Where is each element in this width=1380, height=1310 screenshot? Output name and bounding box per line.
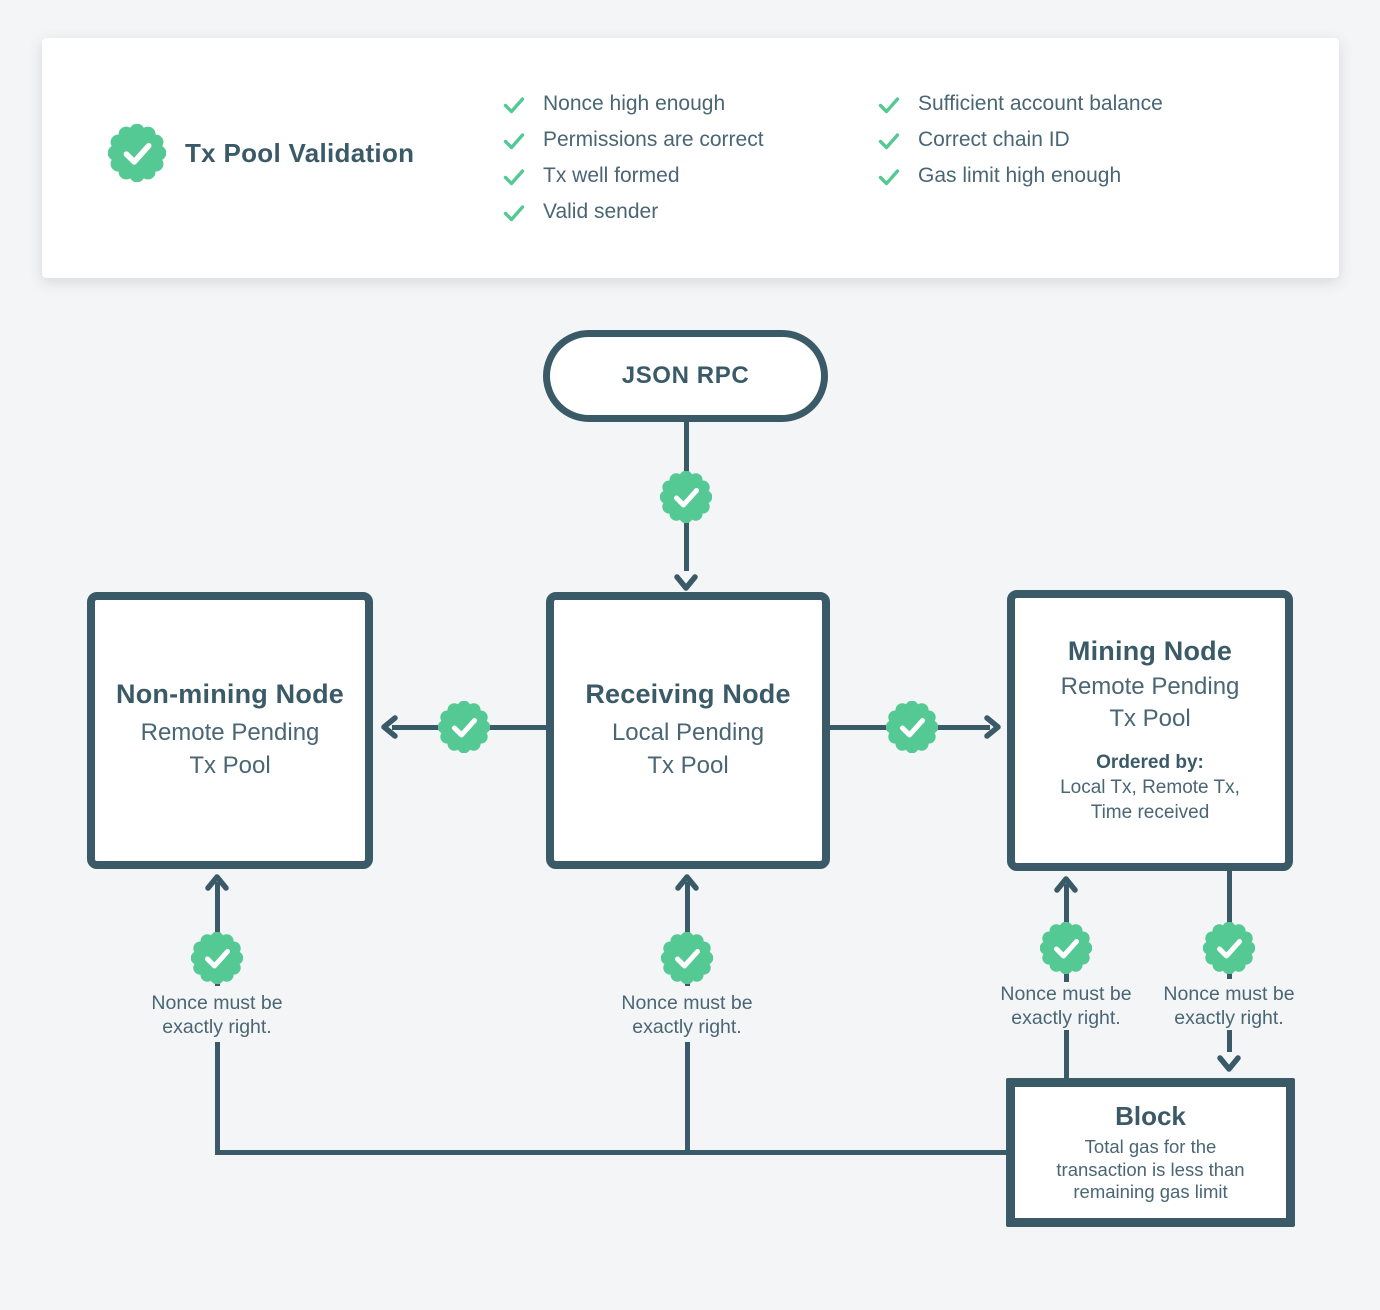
node-block: Block Total gas for the transaction is l… [1006,1078,1295,1227]
nonce-note-mining-right: Nonce must be exactly right. [1109,983,1349,1031]
nonce-note-line: exactly right. [632,1015,742,1038]
arrowhead-left-into-nonmining [381,715,398,739]
arrowhead-up-into-nonmining [205,874,229,891]
node-subtitle: Local Pending Tx Pool [612,717,764,781]
node-title: Non-mining Node [116,679,344,710]
checklist-item-label: Nonce high enough [543,92,726,115]
ordered-by-label: Ordered by: [1096,752,1204,774]
nonce-note-receiving: Nonce must be exactly right. [567,992,807,1040]
node-non-mining: Non-mining Node Remote Pending Tx Pool [87,592,373,869]
nonce-note-line: exactly right. [162,1015,272,1038]
arrowhead-up-into-mining [1054,876,1078,893]
node-mining: Mining Node Remote Pending Tx Pool Order… [1007,590,1293,871]
checklist-item: Sufficient account balance [877,86,1163,122]
block-body-line: transaction is less than [1056,1158,1245,1180]
checklist-item-label: Valid sender [543,200,659,223]
rosette-check-icon [661,932,713,984]
legend-title: Tx Pool Validation [185,138,415,168]
arrowhead-down-into-block [1217,1055,1241,1072]
rosette-check-icon [1203,922,1255,974]
connector-mining-right-lower [1227,1030,1232,1052]
rosette-check-icon [191,932,243,984]
checklist-item: Correct chain ID [877,122,1163,158]
arrowhead-right-into-mining [984,715,1001,739]
nonce-note-mining-left: Nonce must be exactly right. [946,983,1186,1031]
checklist-right: Sufficient account balance Correct chain… [877,86,1163,194]
node-subtitle-line: Tx Pool [189,751,271,779]
block-title: Block [1115,1100,1186,1131]
nonce-note-line: exactly right. [1174,1006,1284,1029]
ordered-by-line: Time received [1090,801,1210,823]
check-icon [877,92,901,116]
checklist-item-label: Correct chain ID [918,128,1070,151]
ordered-by-text: Local Tx, Remote Tx, Time received [1060,776,1240,825]
checklist-item-label: Sufficient account balance [918,92,1163,115]
checklist-left: Nonce high enough Permissions are correc… [502,86,764,230]
node-subtitle: Remote Pending Tx Pool [141,717,320,781]
nonce-note-line: exactly right. [1011,1006,1121,1029]
block-body-line: remaining gas limit [1073,1181,1228,1203]
connector-bottom-horizontal [215,1150,1008,1155]
node-subtitle: Remote Pending Tx Pool [1061,671,1240,735]
block-body: Total gas for the transaction is less th… [1056,1136,1244,1205]
checklist-item-label: Tx well formed [543,164,680,187]
node-title: Receiving Node [585,679,791,710]
rosette-check-icon [886,701,938,753]
checklist-item: Tx well formed [502,158,764,194]
nonce-note-line: Nonce must be [1000,983,1132,1005]
check-icon [502,128,526,152]
checklist-item-label: Gas limit high enough [918,164,1122,187]
checklist-item: Nonce high enough [502,86,764,122]
block-body-line: Total gas for the [1084,1135,1217,1157]
rosette-check-icon [1040,922,1092,974]
node-subtitle-line: Remote Pending [1060,673,1240,701]
check-icon [502,164,526,188]
connector-mining-left-lower [1064,1030,1069,1078]
validation-legend-card: Tx Pool Validation Nonce high enough Per… [42,38,1339,278]
nonce-note-line: Nonce must be [1163,983,1295,1005]
node-receiving: Receiving Node Local Pending Tx Pool [546,592,830,869]
check-icon [877,164,901,188]
json-rpc-label: JSON RPC [621,362,750,389]
checklist-item: Permissions are correct [502,122,764,158]
rosette-check-icon [108,124,166,182]
rosette-check-icon [438,701,490,753]
node-subtitle-line: Remote Pending [140,719,320,747]
node-subtitle-line: Tx Pool [1109,705,1191,733]
arrowhead-down-into-receiving [674,574,698,591]
check-icon [502,200,526,224]
node-subtitle-line: Tx Pool [647,751,729,779]
check-icon [877,128,901,152]
connector-nonmining-bottom-lower [215,1042,220,1152]
checklist-item: Gas limit high enough [877,158,1163,194]
ordered-by-line: Local Tx, Remote Tx, [1060,777,1240,799]
json-rpc-node: JSON RPC [543,330,828,422]
arrowhead-up-into-receiving [675,874,699,891]
check-icon [502,92,526,116]
connector-receiving-bottom-lower [685,1042,690,1152]
node-title: Mining Node [1067,636,1233,667]
checklist-item-label: Permissions are correct [543,128,764,151]
nonce-note-line: Nonce must be [151,992,283,1014]
checklist-item: Valid sender [502,194,764,230]
nonce-note-nonmining: Nonce must be exactly right. [97,992,337,1040]
nonce-note-line: Nonce must be [621,992,753,1014]
node-subtitle-line: Local Pending [611,719,765,747]
rosette-check-icon [660,471,712,523]
